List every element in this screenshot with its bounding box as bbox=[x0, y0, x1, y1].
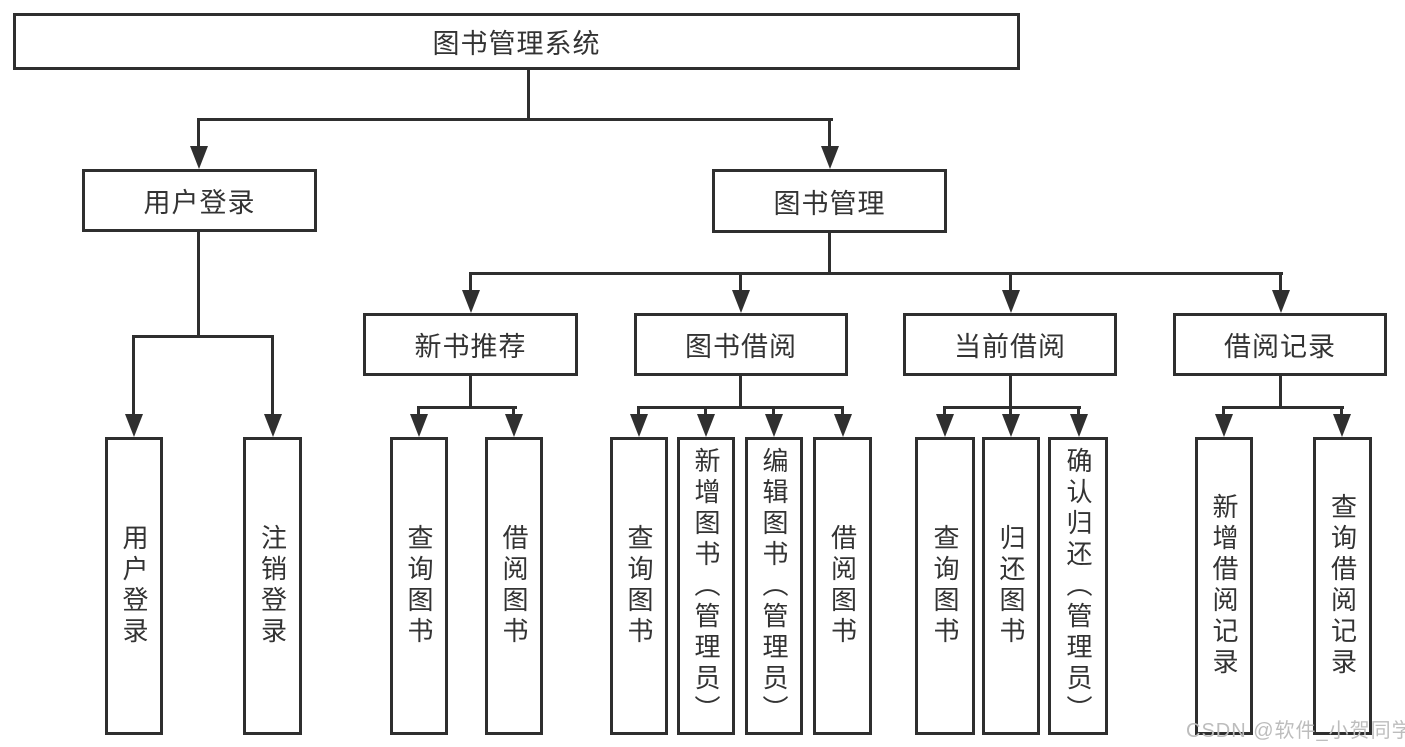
connector bbox=[739, 272, 742, 292]
connector bbox=[1340, 406, 1343, 417]
arrowhead-down bbox=[1272, 290, 1290, 313]
connector bbox=[943, 406, 1081, 409]
arrowhead-down bbox=[1333, 414, 1351, 437]
leaf-query-books-1: 查询图书 bbox=[390, 437, 448, 735]
connector bbox=[828, 118, 831, 148]
leaf-edit-book-admin: 编辑图书（管理员） bbox=[745, 437, 803, 735]
node-user-login: 用户登录 bbox=[82, 169, 317, 232]
connector bbox=[637, 406, 844, 409]
arrowhead-down bbox=[410, 414, 428, 437]
arrowhead-down bbox=[462, 290, 480, 313]
connector bbox=[417, 406, 420, 417]
connector bbox=[469, 272, 472, 292]
connector bbox=[637, 406, 640, 417]
connector bbox=[943, 406, 946, 417]
arrowhead-down bbox=[821, 146, 839, 169]
arrowhead-down bbox=[630, 414, 648, 437]
node-current-borrowing: 当前借阅 bbox=[903, 313, 1117, 376]
arrowhead-down bbox=[1002, 414, 1020, 437]
watermark: CSDN @软件_小贺同学 bbox=[1186, 720, 1405, 742]
leaf-borrow-books-1: 借阅图书 bbox=[485, 437, 543, 735]
connector bbox=[772, 406, 775, 417]
connector bbox=[1222, 406, 1225, 417]
connector bbox=[132, 335, 135, 417]
connector bbox=[1222, 406, 1344, 409]
leaf-confirm-return-admin: 确认归还（管理员） bbox=[1048, 437, 1108, 735]
connector bbox=[512, 406, 515, 417]
connector bbox=[841, 406, 844, 417]
arrowhead-down bbox=[936, 414, 954, 437]
connector bbox=[1279, 376, 1282, 409]
arrowhead-down bbox=[264, 414, 282, 437]
connector bbox=[271, 335, 274, 417]
leaf-query-borrow-record: 查询借阅记录 bbox=[1313, 437, 1372, 735]
connector bbox=[469, 272, 1283, 275]
arrowhead-down bbox=[1215, 414, 1233, 437]
connector bbox=[1279, 272, 1282, 292]
connector bbox=[197, 118, 200, 148]
arrowhead-down bbox=[1002, 290, 1020, 313]
leaf-add-book-admin: 新增图书（管理员） bbox=[677, 437, 735, 735]
connector bbox=[197, 232, 200, 338]
leaf-query-books-3: 查询图书 bbox=[915, 437, 975, 735]
connector bbox=[1077, 406, 1080, 417]
leaf-return-books: 归还图书 bbox=[982, 437, 1040, 735]
leaf-user-login: 用户登录 bbox=[105, 437, 163, 735]
connector bbox=[527, 70, 530, 121]
arrowhead-down bbox=[190, 146, 208, 169]
arrowhead-down bbox=[765, 414, 783, 437]
node-book-borrowing: 图书借阅 bbox=[634, 313, 848, 376]
arrowhead-down bbox=[732, 290, 750, 313]
leaf-borrow-books-2: 借阅图书 bbox=[813, 437, 872, 735]
arrowhead-down bbox=[1070, 414, 1088, 437]
connector bbox=[739, 376, 742, 409]
node-book-management-system: 图书管理系统 bbox=[13, 13, 1020, 70]
arrowhead-down bbox=[125, 414, 143, 437]
node-book-management: 图书管理 bbox=[712, 169, 947, 233]
connector bbox=[417, 406, 517, 409]
connector bbox=[1009, 376, 1012, 409]
connector bbox=[828, 233, 831, 275]
node-borrowing-records: 借阅记录 bbox=[1173, 313, 1387, 376]
leaf-add-borrow-record: 新增借阅记录 bbox=[1195, 437, 1253, 735]
arrowhead-down bbox=[697, 414, 715, 437]
leaf-query-books-2: 查询图书 bbox=[610, 437, 668, 735]
leaf-logout: 注销登录 bbox=[243, 437, 302, 735]
connector bbox=[469, 376, 472, 409]
connector bbox=[704, 406, 707, 417]
arrowhead-down bbox=[834, 414, 852, 437]
connector bbox=[132, 335, 274, 338]
connector bbox=[1009, 406, 1012, 417]
connector bbox=[1009, 272, 1012, 292]
node-new-book-recommendation: 新书推荐 bbox=[363, 313, 578, 376]
arrowhead-down bbox=[505, 414, 523, 437]
connector bbox=[197, 118, 833, 121]
